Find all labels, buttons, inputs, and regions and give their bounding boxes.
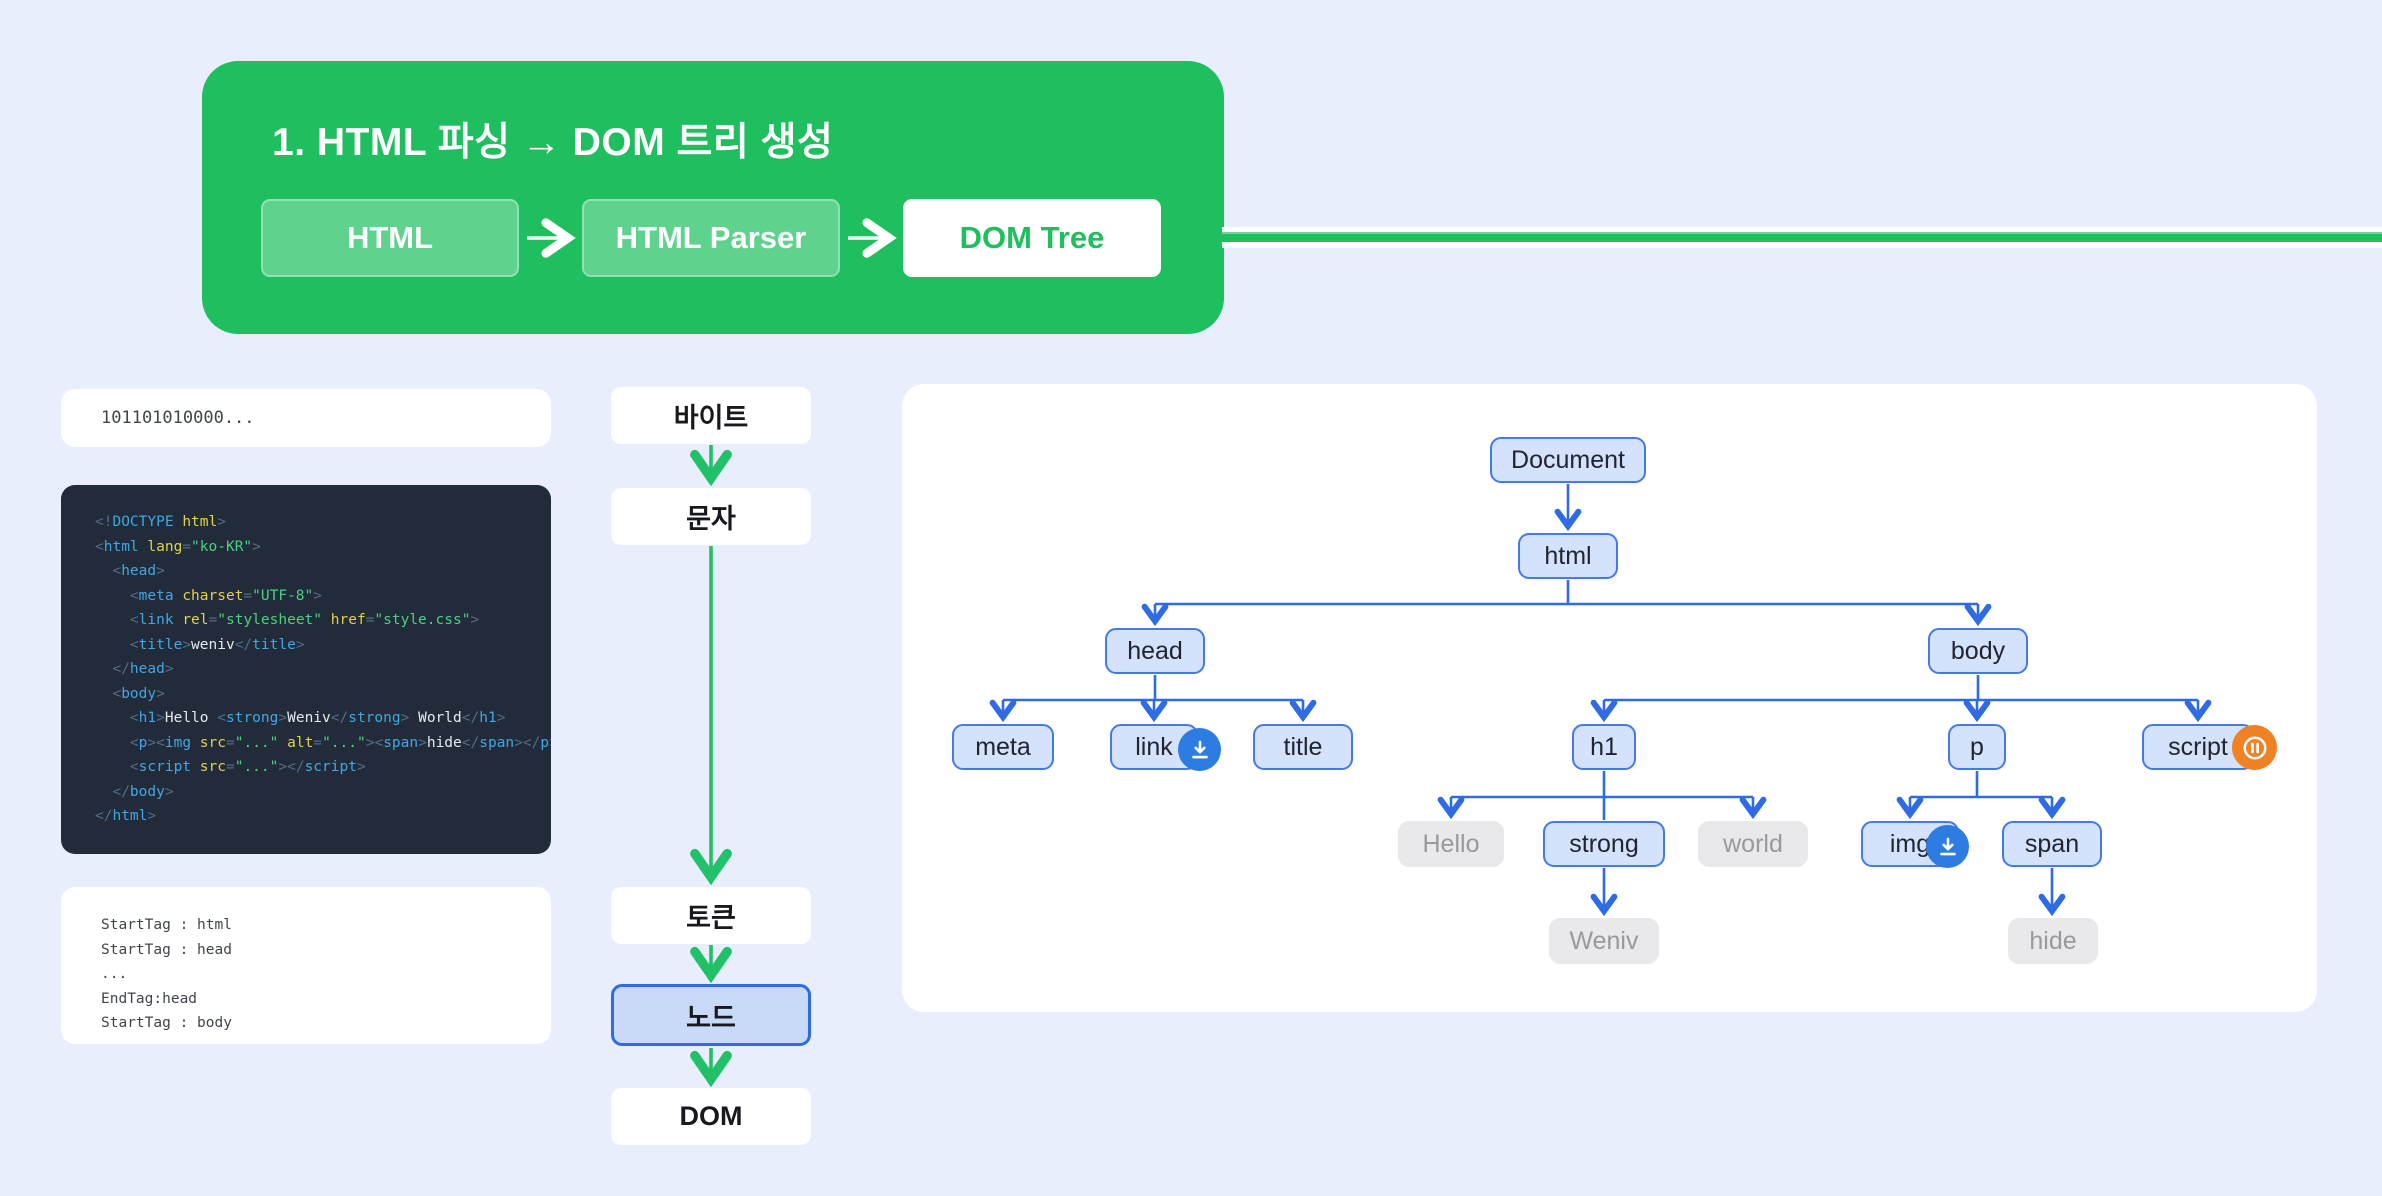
tree-text-weniv: Weniv bbox=[1549, 918, 1659, 964]
pipeline-box-byte: 바이트 bbox=[611, 387, 811, 444]
pause-icon bbox=[2243, 736, 2266, 759]
pipeline-box-dom: DOM bbox=[611, 1088, 811, 1145]
code-line: <title>weniv</title> bbox=[95, 636, 305, 653]
code-line: <head> bbox=[95, 563, 165, 579]
tree-node-title: title bbox=[1253, 724, 1353, 770]
code-line: <script src="..."></script> bbox=[95, 759, 366, 775]
header-title: 1. HTML 파싱 → DOM 트리 생성 bbox=[272, 121, 834, 164]
header-card: 1. HTML 파싱 → DOM 트리 생성 HTML HTML Parser … bbox=[202, 61, 1224, 334]
pipeline-box-node: 노드 bbox=[611, 984, 811, 1046]
tree-node-meta: meta bbox=[952, 724, 1054, 770]
tree-text-hello: Hello bbox=[1398, 821, 1504, 867]
code-line: <body> bbox=[95, 685, 165, 702]
tree-text-hide: hide bbox=[2008, 918, 2098, 964]
green-stripe bbox=[1222, 232, 2382, 242]
tree-node-head: head bbox=[1105, 628, 1205, 674]
img-download-badge bbox=[1926, 825, 1969, 868]
binary-box: 101101010000... bbox=[61, 389, 551, 447]
step-html-parser: HTML Parser bbox=[582, 199, 840, 277]
tree-node-html: html bbox=[1518, 533, 1618, 579]
code-line: <meta charset="UTF-8"> bbox=[95, 587, 322, 604]
code-line: <html lang="ko-KR"> bbox=[95, 538, 261, 555]
tree-node-span: span bbox=[2002, 821, 2102, 867]
code-line: </head> bbox=[95, 661, 174, 677]
script-pause-badge bbox=[2232, 725, 2277, 770]
code-line: <!DOCTYPE html> bbox=[95, 514, 226, 530]
tree-node-strong: strong bbox=[1543, 821, 1665, 867]
code-line: <h1>Hello <strong>Weniv</strong> World</… bbox=[95, 710, 506, 726]
step-dom-tree: DOM Tree bbox=[903, 199, 1161, 277]
code-line: </html> bbox=[95, 808, 157, 824]
pipeline-box-char: 문자 bbox=[611, 488, 811, 545]
token-log-line: EndTag:head bbox=[101, 990, 198, 1007]
link-download-badge bbox=[1178, 728, 1221, 771]
code-line: <p><img src="..." alt="..."><span>hide</… bbox=[95, 734, 551, 751]
token-log-line: ... bbox=[101, 966, 128, 982]
token-log-box: StartTag : html StartTag : head ... EndT… bbox=[61, 887, 551, 1044]
code-line: <link rel="stylesheet" href="style.css"> bbox=[95, 612, 480, 628]
token-log-line: StartTag : head bbox=[101, 941, 232, 958]
pipeline-box-token: 토큰 bbox=[611, 887, 811, 944]
download-icon bbox=[1191, 740, 1208, 758]
code-block: <!DOCTYPE html> <html lang="ko-KR"> <head… bbox=[61, 485, 551, 854]
token-log-line: StartTag : body bbox=[101, 1015, 232, 1031]
tree-node-document: Document bbox=[1490, 437, 1646, 483]
binary-text: 101101010000... bbox=[101, 408, 255, 428]
code-line: </body> bbox=[95, 783, 174, 800]
tree-text-world: world bbox=[1698, 821, 1808, 867]
tree-node-body: body bbox=[1928, 628, 2028, 674]
download-icon bbox=[1939, 837, 1956, 855]
green-band bbox=[1222, 227, 2382, 248]
step-html: HTML bbox=[261, 199, 519, 277]
tree-node-h1: h1 bbox=[1572, 724, 1636, 770]
token-log-line: StartTag : html bbox=[101, 917, 232, 933]
tree-node-p: p bbox=[1948, 724, 2006, 770]
